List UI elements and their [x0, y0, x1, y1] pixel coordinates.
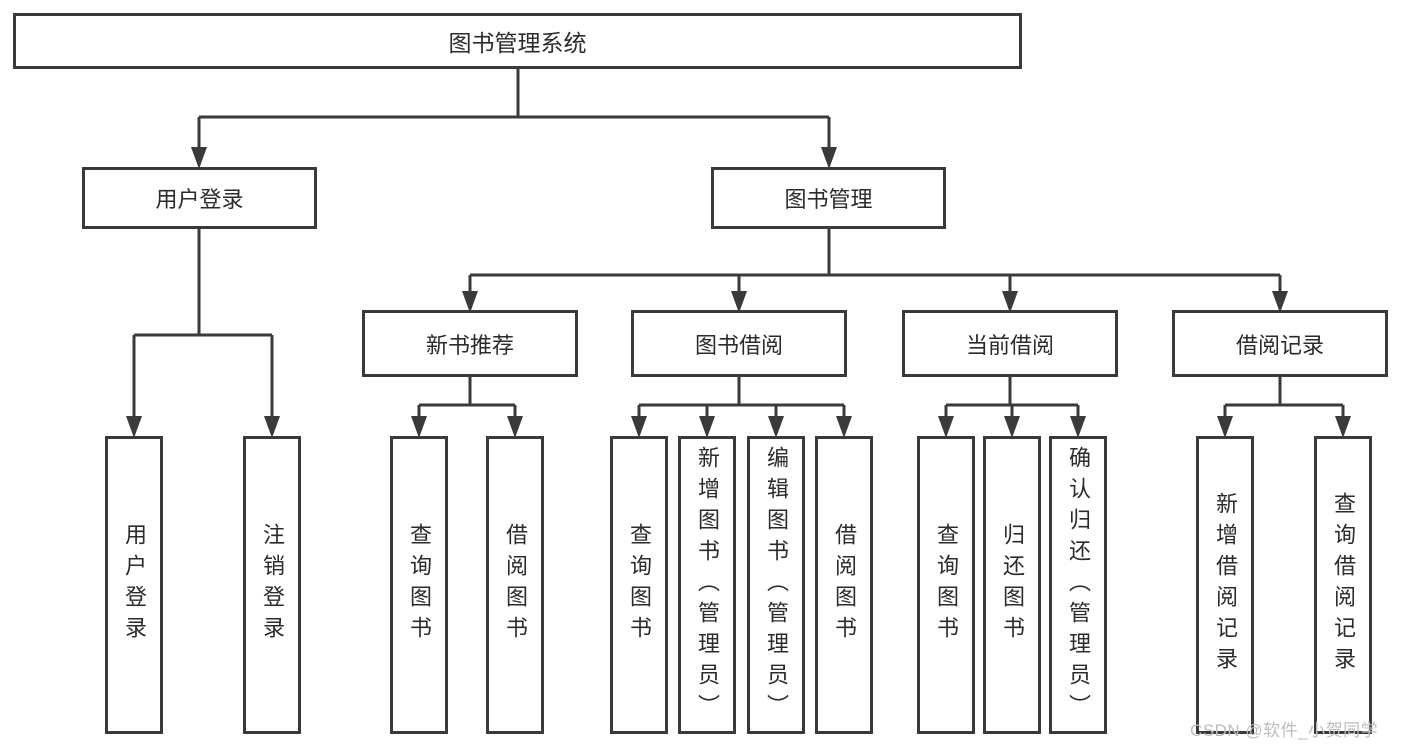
node-label: 归还图书	[1000, 523, 1025, 647]
connector-line	[944, 377, 1080, 419]
node-label: 新增借阅记录	[1213, 492, 1238, 678]
connector-user-login-to-leaves	[126, 229, 280, 438]
arrow-down-icon	[191, 147, 837, 169]
node-new-book-rec: 新书推荐	[362, 310, 578, 377]
node-leaf-confirm-return: 确认归还（管理员）	[1049, 436, 1107, 734]
connector-root-to-level2	[191, 69, 837, 169]
connector-new-book-rec-to-leaves	[411, 377, 523, 438]
node-label: 新书推荐	[425, 332, 514, 358]
connector-book-mgmt-to-level3	[462, 229, 1288, 313]
node-leaf-logout: 注销登录	[243, 436, 301, 734]
node-root-system: 图书管理系统	[13, 13, 1022, 69]
node-leaf-borrow-book-2: 借阅图书	[815, 436, 873, 734]
node-label: 借阅图书	[832, 523, 857, 647]
node-leaf-query-book-1: 查询图书	[390, 436, 448, 734]
node-label: 用户登录	[155, 187, 244, 212]
node-leaf-add-book: 新增图书（管理员）	[678, 436, 736, 734]
node-leaf-edit-book: 编辑图书（管理员）	[747, 436, 805, 734]
node-leaf-return-book: 归还图书	[983, 436, 1041, 734]
arrow-down-icon	[938, 416, 1086, 438]
connector-line	[132, 229, 274, 419]
node-leaf-add-record: 新增借阅记录	[1196, 436, 1254, 734]
node-label: 确认归还（管理员）	[1066, 445, 1091, 725]
node-leaf-borrow-book-1: 借阅图书	[486, 436, 544, 734]
node-borrow-record: 借阅记录	[1172, 310, 1388, 377]
connector-line	[197, 69, 831, 150]
arrow-down-icon	[1217, 416, 1351, 438]
node-label: 图书管理系统	[448, 30, 587, 56]
arrow-down-icon	[462, 291, 1288, 313]
node-label: 图书管理	[784, 187, 873, 212]
node-book-mgmt: 图书管理	[711, 167, 946, 229]
node-label: 查询借阅记录	[1331, 492, 1356, 678]
connector-line	[468, 229, 1282, 294]
arrow-down-icon	[411, 416, 523, 438]
arrow-down-icon	[126, 416, 280, 438]
node-user-login: 用户登录	[82, 167, 317, 229]
connector-line	[637, 377, 846, 419]
node-label: 编辑图书（管理员）	[764, 445, 789, 725]
node-leaf-user-login: 用户登录	[105, 436, 163, 734]
node-leaf-query-record: 查询借阅记录	[1314, 436, 1372, 734]
node-label: 查询图书	[627, 523, 652, 647]
node-label: 查询图书	[407, 523, 432, 647]
connector-line	[1223, 377, 1345, 419]
node-leaf-query-book-3: 查询图书	[917, 436, 975, 734]
node-label: 查询图书	[934, 523, 959, 647]
node-label: 当前借阅	[965, 332, 1054, 358]
node-label: 借阅记录	[1235, 332, 1324, 358]
node-label: 注销登录	[260, 523, 285, 647]
node-label: 用户登录	[122, 523, 147, 647]
node-current-borrow: 当前借阅	[902, 310, 1118, 377]
node-label: 借阅图书	[503, 523, 528, 647]
node-leaf-query-book-2: 查询图书	[610, 436, 668, 734]
connector-line	[417, 377, 517, 419]
arrow-down-icon	[631, 416, 852, 438]
node-book-borrow: 图书借阅	[631, 310, 847, 377]
csdn-watermark: CSDN @软件_小贺同学	[1190, 721, 1379, 740]
connector-book-borrow-to-leaves	[631, 377, 852, 438]
connector-current-borrow-to-leaves	[938, 377, 1086, 438]
node-label: 新增图书（管理员）	[695, 445, 720, 725]
node-label: 图书借阅	[694, 332, 783, 358]
connector-borrow-record-to-leaves	[1217, 377, 1351, 438]
